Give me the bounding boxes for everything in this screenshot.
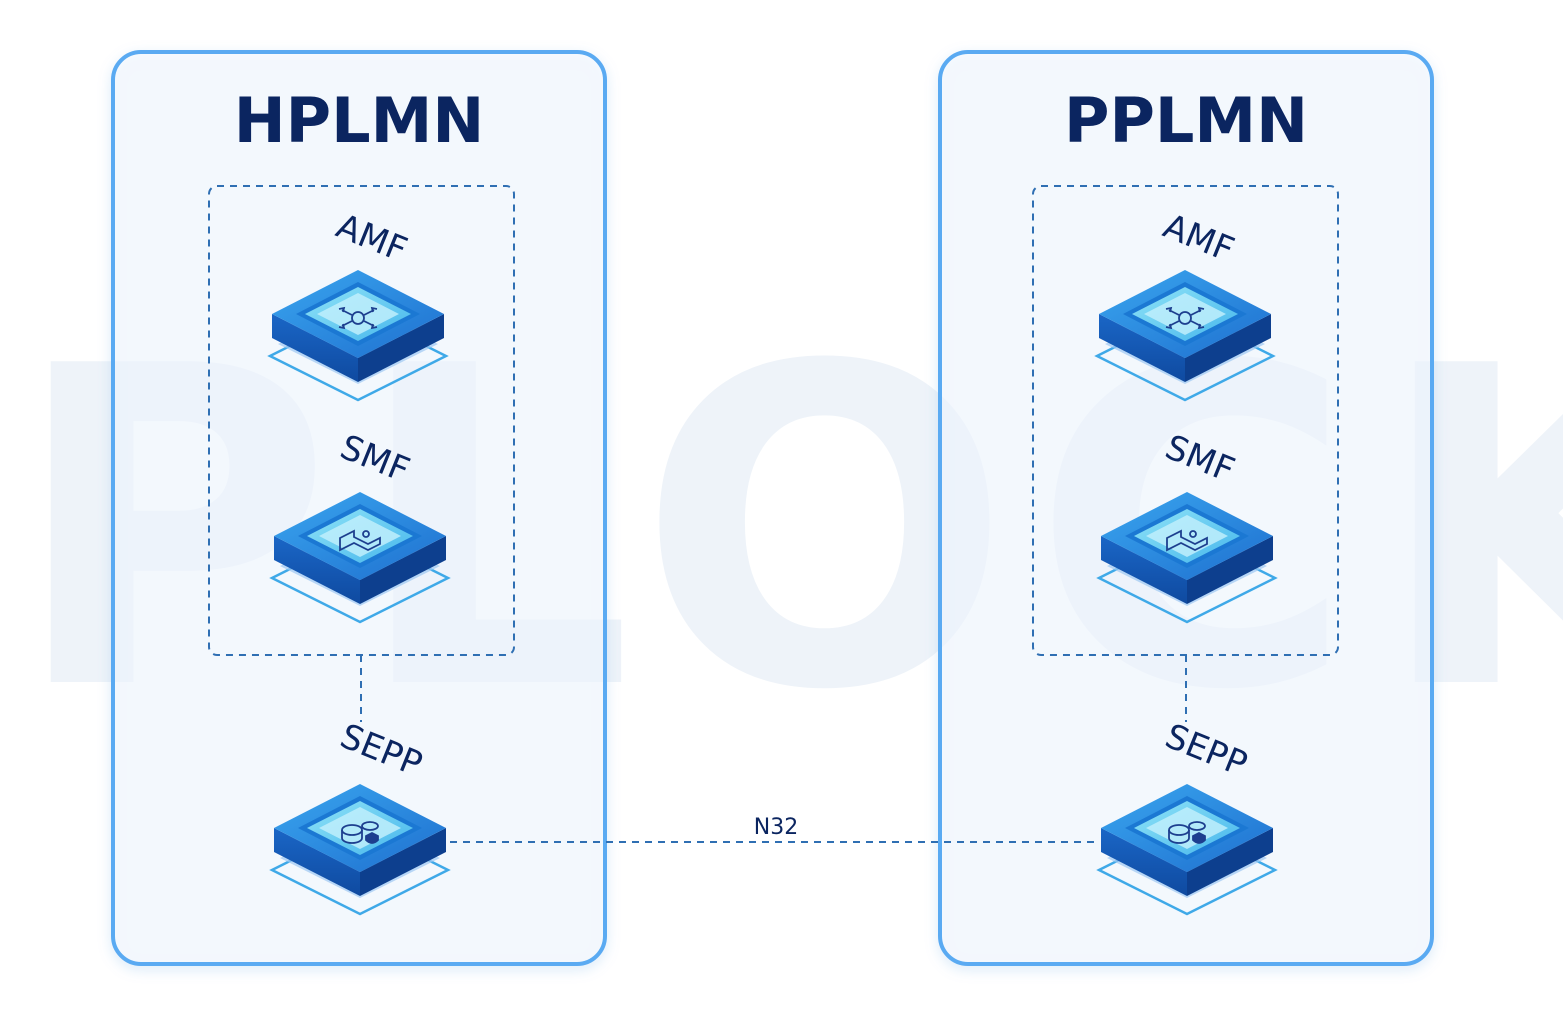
n32-link: N32: [450, 815, 1100, 843]
network-title-hplmn: HPLMN: [234, 84, 484, 157]
n32-link-label: N32: [754, 815, 798, 840]
network-panel-hplmn: HPLMN AMF SMF SEPP: [111, 50, 607, 966]
network-title-pplmn: PPLMN: [1064, 84, 1308, 157]
network-panel-pplmn: PPLMN AMF SMF SEPP: [938, 50, 1434, 966]
